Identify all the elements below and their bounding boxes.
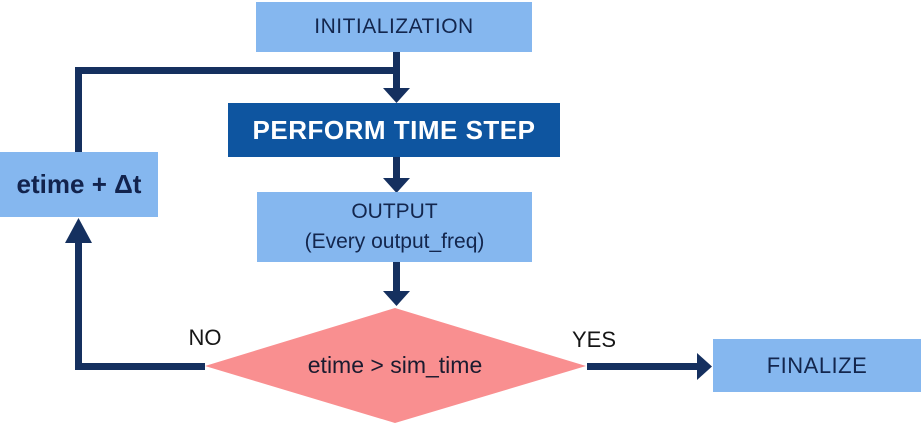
node-output: OUTPUT (Every output_freq) [257,192,532,262]
node-increment-etime: etime + Δt [0,152,158,217]
node-output-sublabel: (Every output_freq) [304,230,485,253]
no-path-line [75,242,205,370]
arrow-perform-to-output-head [383,178,410,193]
decision-diamond-shape [205,308,586,423]
no-path-arrowhead [65,218,92,243]
branch-label-yes: YES [571,327,617,352]
node-output-label: OUTPUT [351,200,438,223]
node-finalize: FINALIZE [713,339,921,392]
arrow-init-to-perform-head [383,88,410,103]
node-initialization-label: INITIALIZATION [314,15,474,38]
node-increment-label: etime + Δt [16,169,142,199]
node-perform-time-step: PERFORM TIME STEP [228,103,560,157]
node-initialization: INITIALIZATION [256,2,532,52]
node-finalize-label: FINALIZE [766,352,868,378]
yes-arrowhead [697,353,712,380]
arrow-output-to-decision-head [383,291,410,306]
loop-line-increment-to-perform [75,67,397,152]
branch-label-no: NO [188,325,222,350]
node-decision-label: etime > sim_time [307,352,483,378]
node-perform-time-step-label: PERFORM TIME STEP [252,114,536,145]
